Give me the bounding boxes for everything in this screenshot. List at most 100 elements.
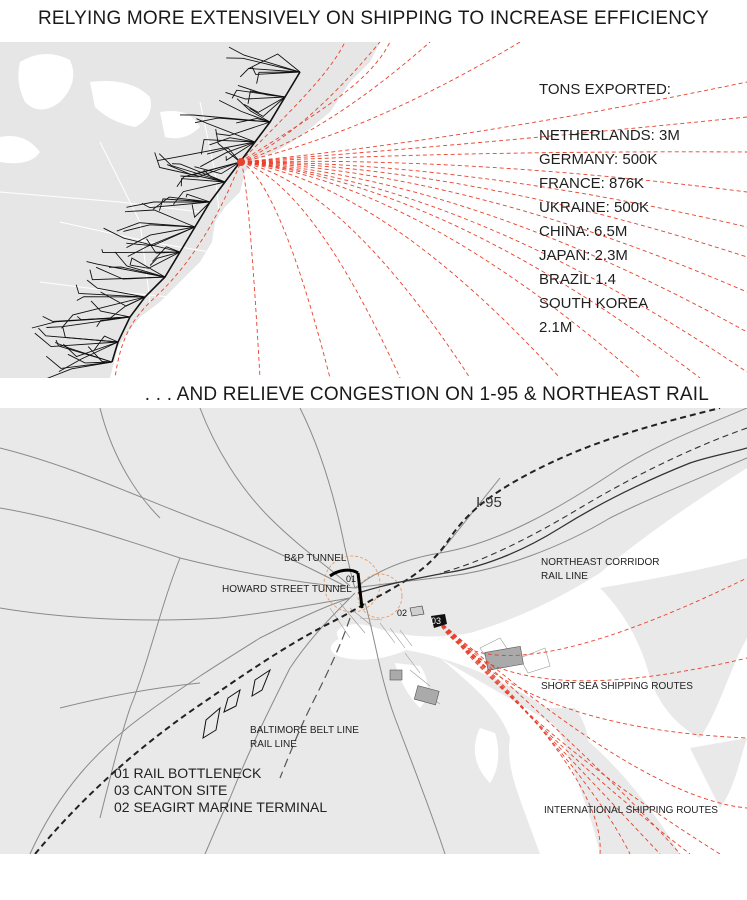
site-number-01: 01 xyxy=(346,574,357,584)
rail-line xyxy=(103,227,181,253)
parcel-shape xyxy=(251,668,272,698)
rail-line xyxy=(45,355,113,369)
shipping-route xyxy=(240,151,747,163)
rail-line xyxy=(141,201,211,209)
rail-line xyxy=(107,296,146,321)
short-sea-label: SHORT SEA SHIPPING ROUTES xyxy=(541,681,693,692)
exports-heading: TONS EXPORTED: xyxy=(539,81,671,98)
harbor-route xyxy=(437,619,747,809)
shipping-route xyxy=(240,161,701,378)
middle-title: . . . AND RELIEVE CONGESTION ON 1-95 & N… xyxy=(144,384,709,405)
canton-site-marker xyxy=(431,614,447,628)
rail-line xyxy=(126,226,196,248)
rail-line xyxy=(225,91,286,100)
rail-line xyxy=(225,141,256,162)
rail-line xyxy=(77,316,131,321)
rail-line xyxy=(90,300,131,318)
great-lakes xyxy=(18,53,74,110)
shipping-route xyxy=(240,42,381,163)
legend-item: 01 RAIL BOTTLENECK xyxy=(114,765,262,781)
rail-line xyxy=(86,261,166,278)
site-number-03: 03 xyxy=(431,616,442,626)
shipping-route xyxy=(240,81,747,163)
export-item: 2.1M xyxy=(539,319,573,336)
shipping-route xyxy=(240,161,471,378)
rail-line xyxy=(111,71,301,363)
northeast-corridor-line xyxy=(357,447,747,594)
rail-line xyxy=(152,196,211,210)
rail-line xyxy=(249,53,301,73)
rail-line xyxy=(46,316,131,328)
rail-line xyxy=(126,201,210,208)
harbor-route xyxy=(437,619,681,854)
shipping-route xyxy=(240,160,747,193)
rail-line xyxy=(95,266,166,280)
shipping-route xyxy=(240,116,747,163)
rail-line xyxy=(123,224,196,232)
rail-line xyxy=(61,296,146,329)
east-coast-map: TONS EXPORTED: NETHERLANDS: 3M GERMANY: … xyxy=(0,42,747,378)
export-item: NETHERLANDS: 3M xyxy=(539,127,680,144)
shipping-route xyxy=(240,161,331,378)
rail-line xyxy=(218,99,271,123)
belt-line-label: BALTIMORE BELT LINE xyxy=(250,725,359,736)
rail-line xyxy=(55,339,113,363)
top-title: RELYING MORE EXTENSIVELY ON SHIPPING TO … xyxy=(38,8,709,29)
bp-tunnel-line xyxy=(329,568,359,578)
rail-line xyxy=(127,226,196,257)
export-item: JAPAN: 2.3M xyxy=(539,247,628,264)
rail-line xyxy=(67,353,113,364)
site-number-02: 02 xyxy=(397,608,408,618)
rail-line xyxy=(124,209,196,228)
shipping-route xyxy=(240,161,747,373)
export-item: GERMANY: 500K xyxy=(539,151,658,168)
rail-line xyxy=(256,71,301,84)
rail-line xyxy=(152,246,181,262)
baltimore-map-svg xyxy=(0,408,747,854)
east-coast-map-svg xyxy=(0,42,747,378)
rail-line xyxy=(200,139,256,155)
rail-line xyxy=(114,251,166,278)
water-bodies xyxy=(330,468,747,854)
howard-street-tunnel-label: HOWARD STREET TUNNEL xyxy=(222,584,352,595)
rail-line xyxy=(47,361,113,378)
rail-line xyxy=(215,121,271,136)
export-item: CHINA: 6.5M xyxy=(539,223,628,240)
bp-tunnel-label: B&P TUNNEL xyxy=(284,553,347,564)
rail-line xyxy=(206,147,241,163)
rail-network xyxy=(31,46,301,378)
export-item: SOUTH KOREA xyxy=(539,295,649,312)
harbor-route xyxy=(437,619,721,854)
harbor-route xyxy=(437,619,691,854)
shipping-route xyxy=(240,161,261,378)
rail-line xyxy=(249,96,286,117)
rail-line xyxy=(209,137,256,146)
international-routes-label: INTERNATIONAL SHIPPING ROUTES xyxy=(544,805,718,816)
shipping-route xyxy=(240,161,747,228)
rail-line xyxy=(158,153,226,183)
belt-line-label-2: RAIL LINE xyxy=(250,739,297,750)
export-item: FRANCE: 876K xyxy=(539,175,645,192)
seagirt-marker xyxy=(409,605,425,617)
rail-line xyxy=(247,90,286,104)
harbor-route xyxy=(437,619,661,854)
northeast-corridor-label-2: RAIL LINE xyxy=(541,571,588,582)
rail-line xyxy=(226,57,301,73)
rail-line xyxy=(200,141,256,168)
northeast-corridor-label: NORTHEAST CORRIDOR xyxy=(541,557,660,568)
rail-line xyxy=(228,46,301,73)
shipping-route xyxy=(240,161,747,333)
rail-line xyxy=(38,327,119,343)
export-item: UKRAINE: 500K xyxy=(539,199,650,216)
shipping-route xyxy=(240,42,521,163)
rail-line xyxy=(231,89,286,99)
rail-line xyxy=(236,98,271,123)
harbor-shipping-routes xyxy=(437,577,747,854)
shipping-route xyxy=(240,161,747,258)
rail-line xyxy=(76,296,146,301)
shipping-route xyxy=(240,42,431,163)
shipping-route xyxy=(240,161,561,378)
rail-line xyxy=(129,257,166,278)
howard-street-tunnel-line xyxy=(356,572,364,609)
rail-line xyxy=(191,201,211,219)
